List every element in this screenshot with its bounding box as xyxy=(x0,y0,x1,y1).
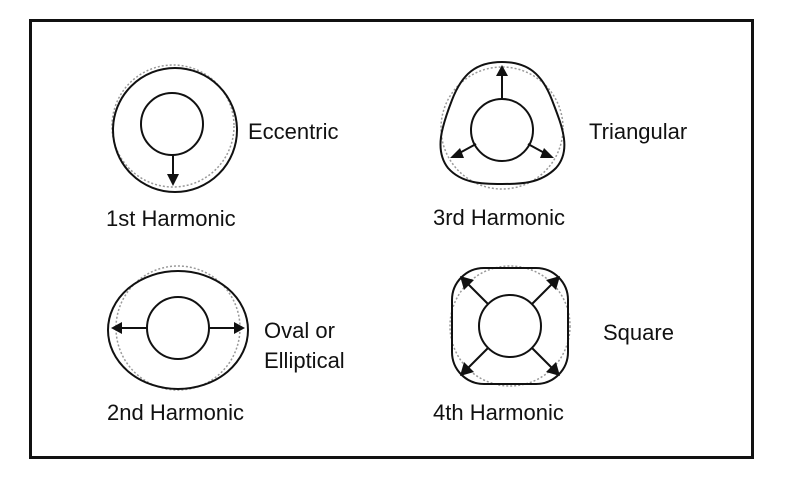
label-4th-harmonic: 4th Harmonic xyxy=(433,400,564,425)
eccentric-shape xyxy=(111,64,238,193)
label-square: Square xyxy=(603,320,674,345)
square-shape xyxy=(449,265,571,387)
arrow-head xyxy=(460,362,474,376)
arrow-head xyxy=(450,148,464,158)
outer-profile xyxy=(107,270,249,390)
inner-bore xyxy=(478,294,542,358)
arrow-head xyxy=(540,148,554,158)
arrow-head xyxy=(546,362,560,376)
label-triangular: Triangular xyxy=(589,119,688,144)
outer-profile xyxy=(451,267,569,385)
arrow-head xyxy=(546,276,560,290)
inner-bore xyxy=(146,296,210,360)
oval-shape xyxy=(107,265,249,391)
arrow-head xyxy=(167,174,179,186)
reference-circle xyxy=(449,265,571,387)
arrow-head xyxy=(460,276,474,290)
triangular-shape xyxy=(439,60,566,190)
label-2nd-harmonic: 2nd Harmonic xyxy=(107,400,244,425)
label-oval-or: Oval or xyxy=(264,318,335,343)
reference-circle xyxy=(440,66,564,190)
outer-profile xyxy=(112,67,238,193)
inner-bore xyxy=(470,98,534,162)
arrow-head xyxy=(496,65,508,76)
diagram-frame xyxy=(29,19,754,459)
label-elliptical: Elliptical xyxy=(264,348,345,373)
arrow-head xyxy=(234,322,245,334)
arrow-head xyxy=(111,322,122,334)
outer-profile xyxy=(439,60,566,186)
label-3rd-harmonic: 3rd Harmonic xyxy=(433,205,566,230)
label-eccentric: Eccentric xyxy=(248,119,339,144)
label-1st-harmonic: 1st Harmonic xyxy=(106,206,236,231)
inner-bore xyxy=(140,92,204,156)
